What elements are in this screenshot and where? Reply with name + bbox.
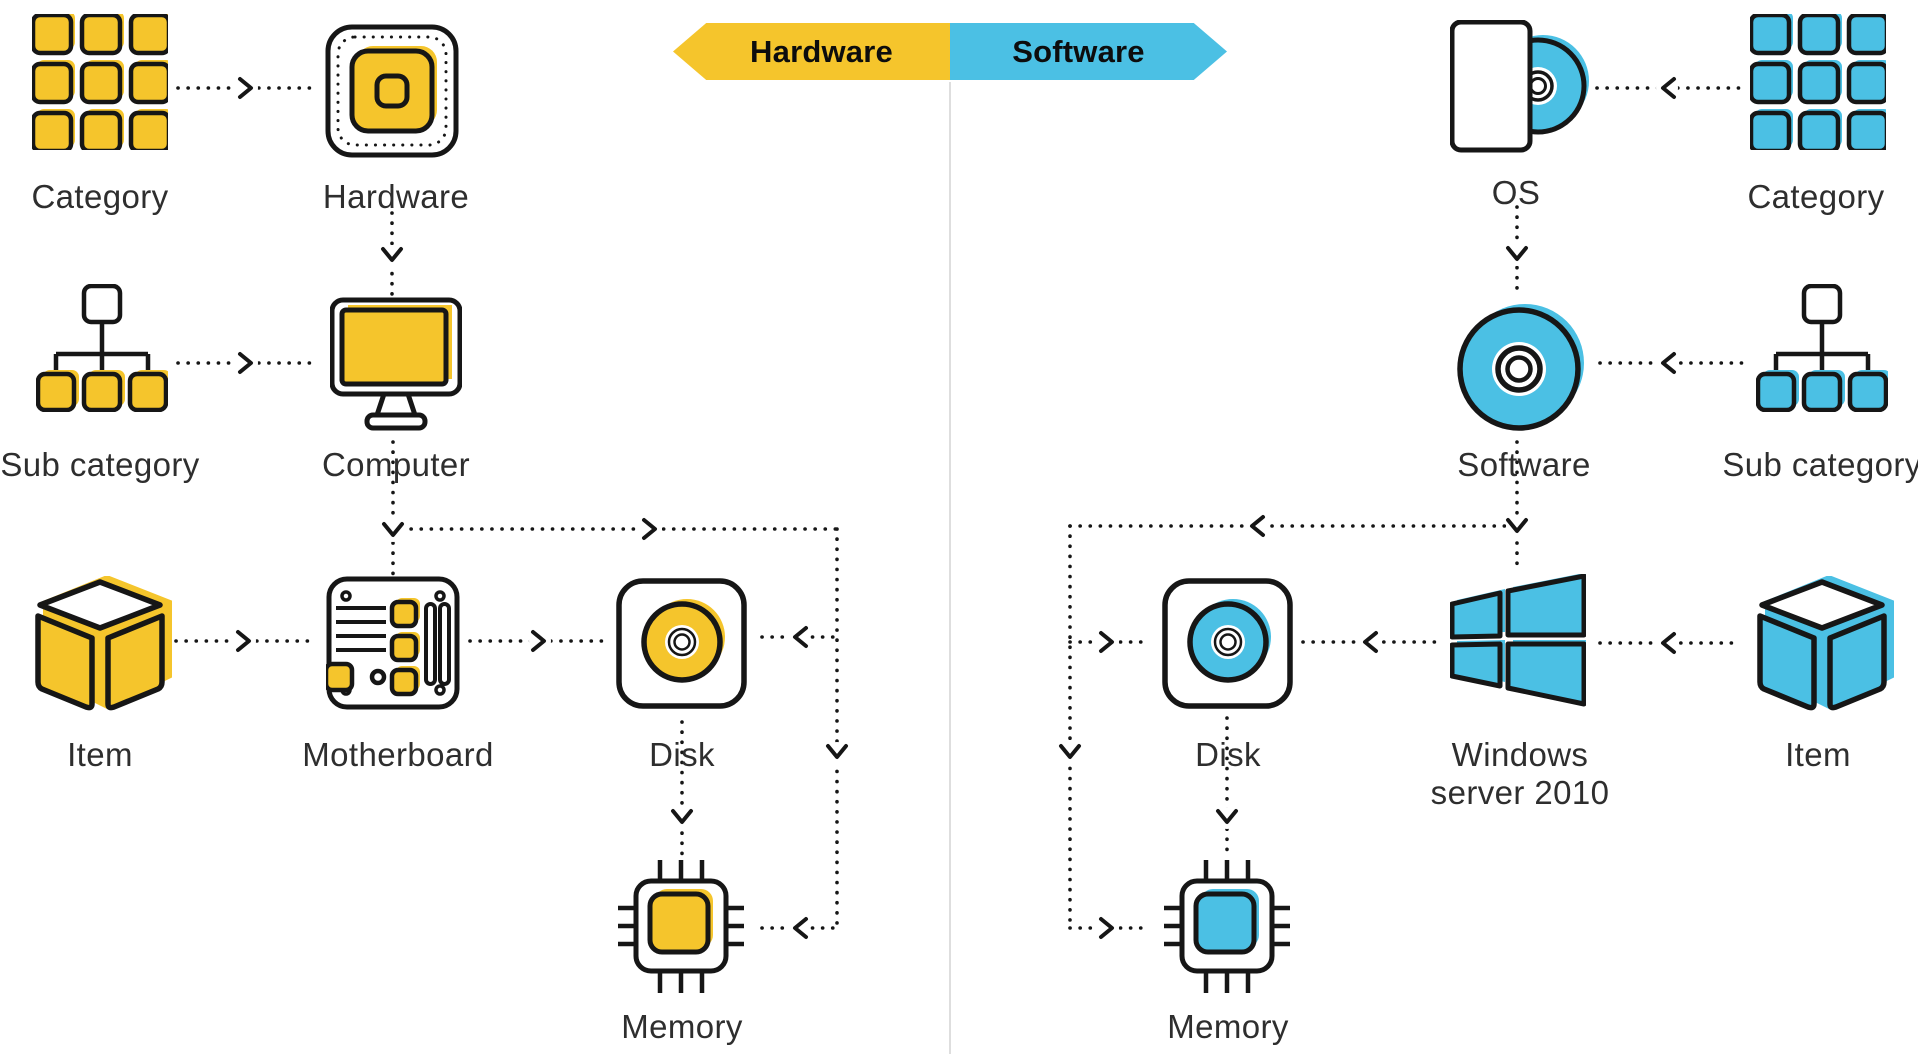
computer-monitor-icon (330, 296, 462, 436)
category-grid-icon (1750, 14, 1886, 150)
item-label: Item (1785, 736, 1851, 773)
memory-chip-icon (1157, 856, 1297, 998)
hardware-banner-label: Hardware (750, 33, 893, 69)
windows-server-label-line1: Windows (1451, 736, 1589, 773)
software-cd-icon (1455, 302, 1587, 434)
disk-icon (616, 578, 747, 709)
item-cube-icon (28, 576, 172, 716)
disk-label: Disk (1195, 736, 1261, 773)
category-grid-icon (32, 14, 168, 150)
software-label: Software (1457, 446, 1591, 483)
memory-label: Memory (621, 1008, 743, 1045)
motherboard-icon (326, 576, 460, 710)
os-disc-sleeve-icon (1450, 20, 1592, 154)
computer-label: Computer (321, 446, 471, 483)
hardware-label: Hardware (322, 178, 470, 215)
memory-chip-icon (611, 856, 751, 998)
motherboard-label: Motherboard (302, 736, 494, 773)
disk-label: Disk (649, 736, 715, 773)
item-label: Item (67, 736, 133, 773)
sub-category-label: Sub category (1722, 446, 1918, 483)
item-cube-icon (1750, 576, 1894, 716)
category-label: Category (31, 178, 169, 215)
sub-category-tree-icon (36, 284, 168, 412)
hardware-banner: Hardware (673, 23, 950, 80)
windows-server-label: Windows server 2010 (1431, 736, 1610, 812)
os-label: OS (1491, 174, 1541, 211)
software-banner: Software (950, 23, 1227, 80)
center-divider (949, 82, 951, 1054)
memory-label: Memory (1167, 1008, 1289, 1045)
windows-logo-icon (1450, 574, 1586, 708)
software-banner-label: Software (1012, 33, 1145, 69)
category-label: Category (1747, 178, 1885, 215)
windows-server-label-line2: server 2010 (1430, 774, 1610, 811)
sub-category-label: Sub category (0, 446, 200, 483)
disk-icon (1162, 578, 1293, 709)
hardware-chip-icon (325, 24, 459, 158)
sub-category-tree-icon (1756, 284, 1888, 412)
